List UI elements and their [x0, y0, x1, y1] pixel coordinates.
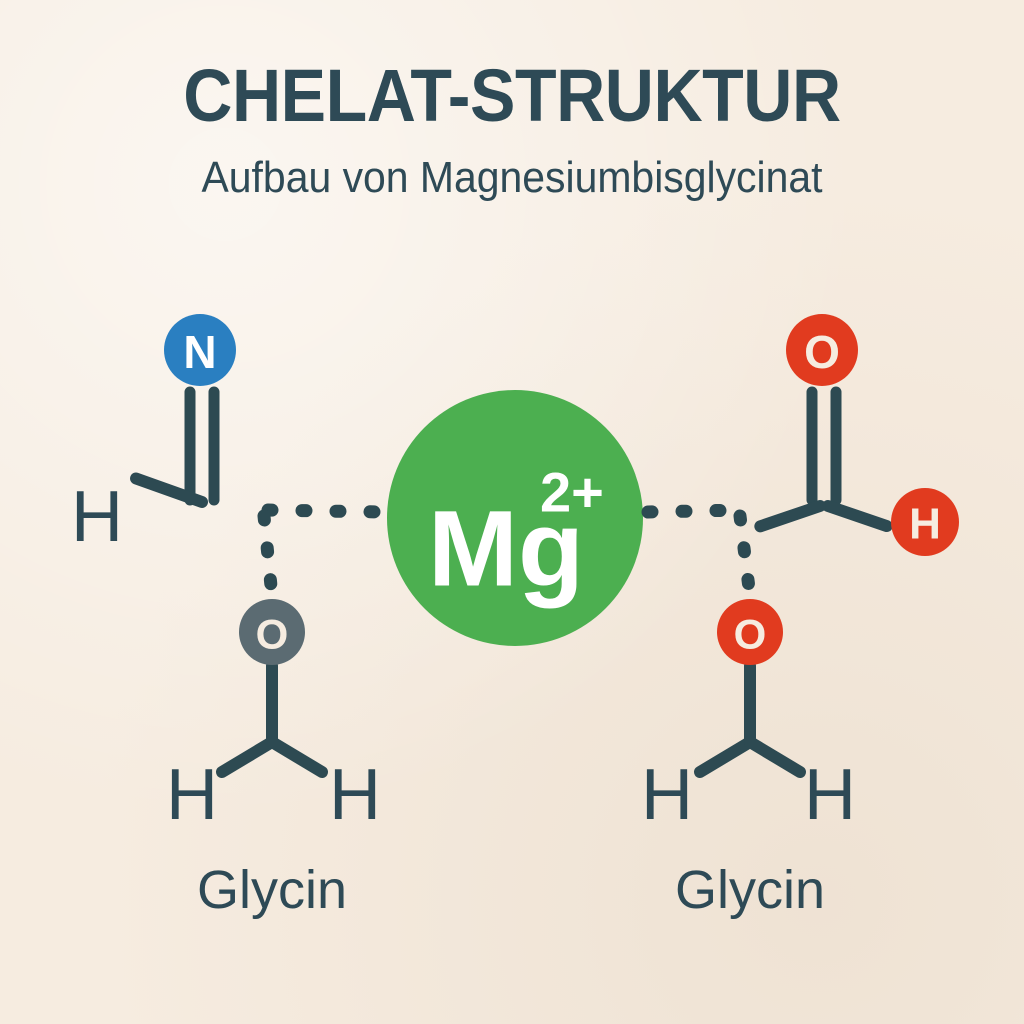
magnesium-charge: 2+: [540, 461, 604, 524]
ligand-caption-right: Glycin: [675, 860, 825, 920]
bond-c-h-right: [822, 500, 893, 533]
atom-label-o-right-bottom: O: [734, 611, 767, 658]
ligand-left: N H O H H Glycin: [71, 314, 389, 920]
bond-c-h-left-2: [266, 736, 328, 778]
atom-label-n: N: [183, 326, 216, 378]
magnesium-center: Mg 2+: [387, 390, 643, 646]
coord-bond-right-c-to-o: [733, 509, 757, 603]
atom-label-o-right-top: O: [804, 326, 840, 378]
atom-hydrogen-right-hydroxyl: H: [891, 488, 959, 556]
atom-label-o-left: O: [256, 611, 289, 658]
bond-c-h-left: [130, 472, 208, 508]
page-title: CHELAT-STRUKTUR: [183, 54, 841, 137]
atom-label-h-left-bottom-1: H: [166, 755, 218, 835]
magnesium-circle: [387, 390, 643, 646]
coord-bond-right-to-mg: [641, 503, 749, 519]
atom-oxygen-right-carbonyl: O: [786, 314, 858, 386]
ligand-caption-left: Glycin: [197, 860, 347, 920]
ligand-right: O H O H H Glycin: [641, 314, 959, 920]
page-subtitle: Aufbau von Magnesiumbisglycinat: [201, 152, 823, 202]
bond-c-h-left-1: [216, 736, 278, 778]
bond-c-h-right-2: [744, 736, 806, 778]
atom-label-h-right-bottom-1: H: [641, 755, 693, 835]
coord-bond-left-to-mg: [261, 503, 389, 519]
magnesium-symbol: Mg: [428, 488, 584, 609]
atom-label-h-left-amine: H: [71, 477, 123, 557]
bond-c-left-arm-right: [754, 500, 826, 533]
atom-label-h-left-bottom-2: H: [329, 755, 381, 835]
atom-label-h-right-bottom-2: H: [804, 755, 856, 835]
atom-nitrogen-left: N: [164, 314, 236, 386]
atom-label-h-right: H: [909, 500, 941, 549]
coord-bond-left-c-to-o: [257, 509, 279, 603]
bond-n-c-double-left: [184, 386, 220, 506]
bond-o-c-double-right: [806, 386, 842, 506]
atom-oxygen-right-coordinating: O: [717, 599, 783, 665]
title-block: CHELAT-STRUKTUR Aufbau von Magnesiumbisg…: [0, 56, 1024, 202]
bond-c-h-right-1: [694, 736, 756, 778]
atom-oxygen-left-carbonyl: O: [239, 599, 305, 665]
